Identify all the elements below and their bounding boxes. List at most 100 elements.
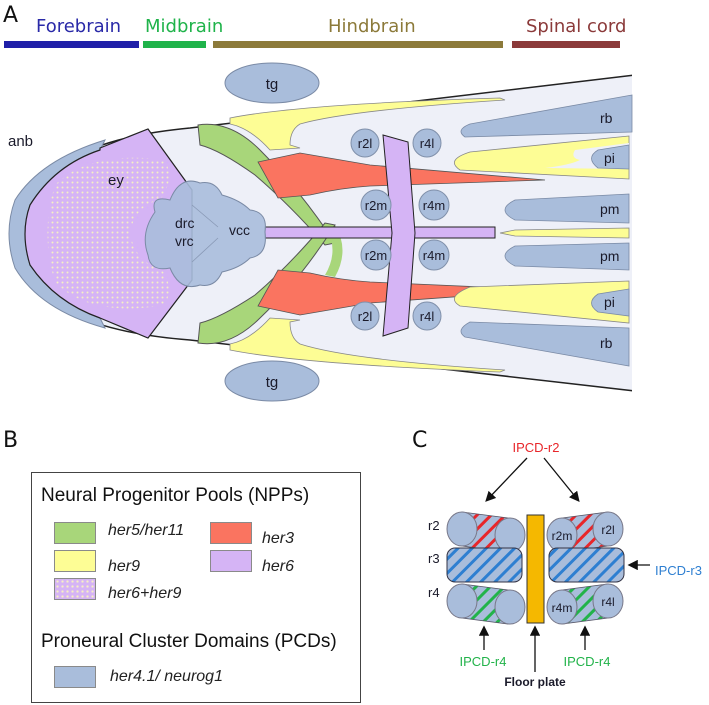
right-r2-cylinder: r2m r2l [546,511,624,553]
swatch-her6-her9 [54,578,96,600]
ipcd-r4-left-label: IPCD-r4 [460,654,507,669]
left-r3-block [446,547,523,583]
label-c-r2m: r2m [552,529,573,543]
label-rb-top: rb [600,110,613,126]
row-label-r2: r2 [428,518,440,533]
legend-label-her9: her9 [108,558,141,575]
region-label-spinal-cord: Spinal cord [526,16,626,37]
region-midbrain: Midbrain [143,16,223,48]
right-r3-block [548,547,625,583]
right-r4-cylinder: r4m r4l [546,583,624,625]
her9-pi-bottom-shape [453,280,630,324]
swatch-her4-neurog1 [54,666,96,688]
her9-top-flank [229,97,506,151]
floor-plate-label: Floor plate [504,675,566,689]
panel-a-letter: A [3,3,18,28]
label-r2l-top: r2l [358,136,373,151]
her6-transverse-bar [382,134,416,337]
left-r4-cylinder [446,583,526,625]
legend-box: Neural Progenitor Pools (NPPs) her5/her1… [31,472,361,703]
ipcd-r2-arrow-right [543,457,580,503]
r2l-top: r2l [350,128,380,158]
label-c-r2l: r2l [601,523,614,537]
label-c-r4l: r4l [601,595,614,609]
region-label-hindbrain: Hindbrain [328,16,416,37]
legend-pcd-title: Proneural Cluster Domains (PCDs) [41,631,337,652]
swatch-her5-her11 [54,522,96,544]
label-r2m-top: r2m [365,198,387,213]
label-r4l-bottom: r4l [420,309,435,324]
label-r2l-bottom: r2l [358,309,373,324]
floor-plate-bar [526,514,545,624]
region-bar-hindbrain [213,41,503,48]
label-pm-bottom: pm [600,248,619,264]
rb-bottom-shape [460,321,630,367]
ey-dotted-shape [47,157,169,309]
pcd-divider-2 [191,237,219,263]
her6-midline [264,226,496,239]
region-forebrain: Forebrain [4,16,139,48]
swatch-her6 [210,550,252,572]
label-tg-bottom: tg [266,374,279,391]
label-pi-bottom: pi [604,294,615,310]
label-c-r4m: r4m [552,601,573,615]
label-r2m-bottom: r2m [365,248,387,263]
region-bar-spinal-cord [512,41,620,48]
r4l-top: r4l [412,128,442,158]
region-label-forebrain: Forebrain [36,16,121,37]
r2m-top: r2m [360,189,392,221]
central-pcd-shape [144,180,266,288]
pi-top-shape [591,144,630,170]
label-vcc: vcc [229,222,250,238]
label-r4m-top: r4m [423,198,445,213]
r4m-top: r4m [418,189,450,221]
label-pi-top: pi [604,150,615,166]
region-spinal-cord: Spinal cord [512,16,626,48]
legend-label-her3: her3 [262,530,295,547]
region-bar-forebrain [4,41,139,48]
label-vrc: vrc [175,233,194,249]
label-r4l-top: r4l [420,136,435,151]
legend-npp-title: Neural Progenitor Pools (NPPs) [41,485,310,506]
panel-b-letter: B [3,428,18,453]
rb-top-shape [460,94,633,138]
region-bar-midbrain [143,41,206,48]
ipcd-r4-right-label: IPCD-r4 [564,654,611,669]
right-edge-mask [632,60,709,405]
row-label-r4: r4 [428,585,440,600]
pi-bottom-shape [591,288,630,317]
label-anb: anb [8,133,33,150]
label-drc: drc [175,215,194,231]
r4m-bottom: r4m [418,239,450,271]
her9-midline-shape [499,227,630,239]
legend-label-her6-her9: her6+her9 [108,585,182,602]
her5-bottom-shape [197,222,336,345]
pm-top-shape [504,193,630,224]
pcd-divider-1 [191,204,219,228]
tg-top-shape [224,62,320,104]
label-r4m-bottom: r4m [423,248,445,263]
region-label-midbrain: Midbrain [145,16,223,37]
ipcd-r2-label: IPCD-r2 [513,440,560,455]
label-pm-top: pm [600,201,619,217]
r2l-bottom: r2l [350,301,380,331]
label-tg-top: tg [266,76,279,93]
her9-bottom-flank [229,317,506,373]
left-r2-cylinder [446,511,526,553]
ipcd-r2-arrow-left [485,457,528,502]
legend-label-her6: her6 [262,558,295,575]
legend-label-her5-her11: her5/her11 [108,522,185,539]
r2m-bottom: r2m [360,239,392,271]
label-rb-bottom: rb [600,335,613,351]
panel-c-letter: C [412,428,427,453]
pm-bottom-shape [504,242,630,271]
ipcd-r3-label: IPCD-r3 [655,563,702,578]
swatch-her9 [54,550,96,572]
r4l-bottom: r4l [412,301,442,331]
swatch-her3 [210,522,252,544]
tg-bottom-shape [224,360,320,402]
legend-label-her4-neurog1: her4.1/ neurog1 [110,668,223,685]
region-hindbrain: Hindbrain [213,16,503,48]
row-label-r3: r3 [428,551,440,566]
